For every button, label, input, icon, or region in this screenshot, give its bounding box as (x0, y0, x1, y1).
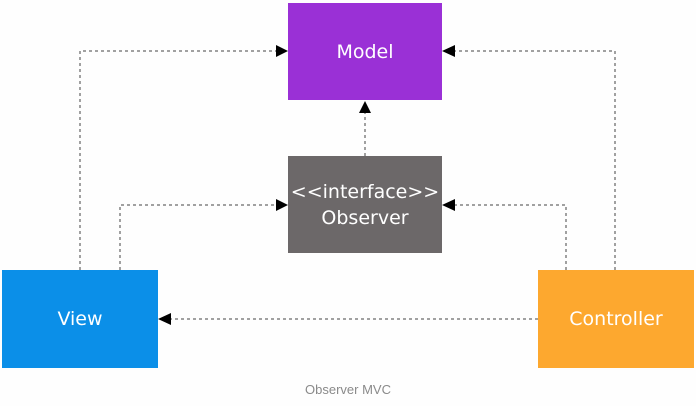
connector-view-to-model (79, 50, 276, 270)
observer-label: Observer (321, 206, 409, 229)
connector-controller-to-model (455, 50, 616, 270)
controller-box: Controller (538, 270, 694, 368)
arrowhead-observer-to-model (359, 101, 371, 113)
arrowhead-view-to-model (276, 45, 288, 57)
controller-label: Controller (569, 308, 663, 330)
observer-stereotype: <<interface>> (290, 180, 440, 203)
view-label: View (57, 308, 103, 330)
model-label: Model (336, 40, 394, 63)
connector-view-to-observer (119, 204, 276, 270)
connector-controller-to-observer (455, 204, 567, 270)
figure-caption: Observer MVC (305, 382, 391, 397)
arrowhead-controller-to-observer (442, 199, 455, 211)
observer-box: <<interface>> Observer (288, 156, 442, 253)
diagram-canvas (79, 45, 616, 325)
arrowhead-controller-to-model (442, 45, 455, 57)
view-box: View (2, 270, 158, 368)
arrowhead-controller-to-view (158, 313, 171, 325)
model-box: Model (288, 3, 442, 100)
arrowhead-view-to-observer (276, 199, 288, 211)
